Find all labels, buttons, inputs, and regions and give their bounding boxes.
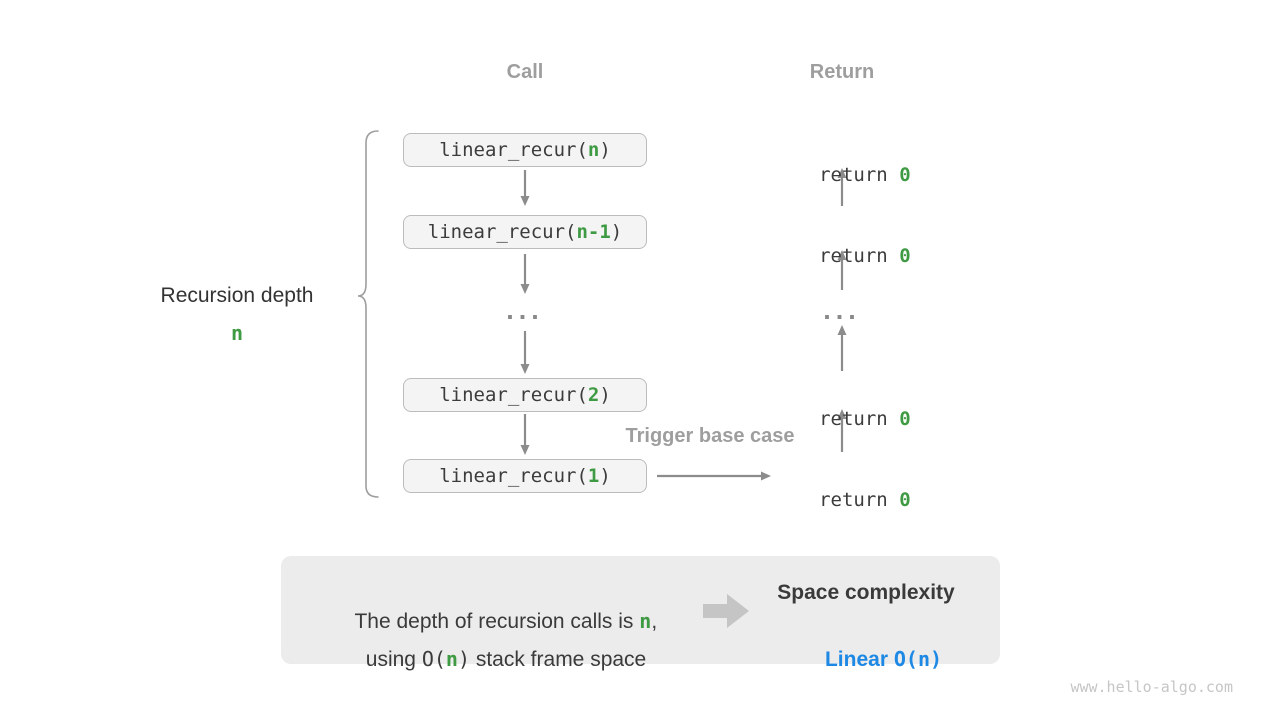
- call-ellipsis: ...: [506, 295, 544, 325]
- return-ellipsis: ...: [823, 295, 861, 325]
- call-column-header: Call: [506, 61, 544, 83]
- summary-n: n: [445, 647, 458, 671]
- complexity-n: n: [917, 647, 930, 671]
- space-complexity-value: Linear O(n): [741, 617, 991, 702]
- big-o-close: ): [457, 647, 470, 671]
- big-o-open: O(: [893, 647, 918, 671]
- code-text: linear_recur(: [427, 221, 577, 243]
- complexity-word: Linear: [824, 648, 894, 671]
- summary-n: n: [639, 609, 652, 633]
- block-arrow-icon: [703, 594, 749, 628]
- code-text: ): [599, 139, 611, 161]
- summary-panel: The depth of recursion calls is n, using…: [281, 556, 1000, 671]
- return-keyword: return: [819, 489, 900, 511]
- summary-line-1: The depth of recursion calls is n,: [281, 579, 696, 664]
- return-keyword: return: [819, 408, 900, 430]
- return-keyword: return: [819, 245, 900, 267]
- big-o-open: O(: [421, 647, 446, 671]
- code-text: linear_recur(: [439, 465, 588, 487]
- return-value: 0: [899, 164, 911, 186]
- site-watermark: www.hello-algo.com: [1070, 678, 1233, 696]
- call-box-1: linear_recur(1): [403, 459, 647, 493]
- code-text: ): [599, 465, 611, 487]
- return-statement: return 0: [732, 464, 952, 536]
- summary-text: using: [365, 648, 422, 671]
- return-value: 0: [899, 489, 911, 511]
- summary-text: The depth of recursion calls is: [354, 610, 640, 633]
- code-arg: n-1: [576, 221, 611, 243]
- space-complexity-title: Space complexity: [777, 581, 955, 604]
- recursion-depth-value: n: [230, 321, 244, 345]
- code-arg: n: [587, 139, 600, 161]
- return-value: 0: [899, 408, 911, 430]
- call-box-n-1: linear_recur(n-1): [403, 215, 647, 249]
- recursion-depth-label: Recursion depth: [160, 284, 314, 307]
- trigger-base-case-label: Trigger base case: [625, 425, 795, 447]
- return-column-header: Return: [809, 61, 875, 83]
- big-o-close: ): [929, 647, 943, 671]
- call-box-2: linear_recur(2): [403, 378, 647, 412]
- code-text: ): [610, 221, 623, 243]
- return-statement: return 0: [732, 139, 952, 211]
- return-statement: return 0: [732, 383, 952, 455]
- return-value: 0: [899, 245, 911, 267]
- summary-text: ,: [651, 610, 658, 633]
- call-box-n: linear_recur(n): [403, 133, 647, 167]
- summary-line-2: using O(n) stack frame space: [281, 617, 696, 702]
- return-keyword: return: [819, 164, 900, 186]
- summary-text: stack frame space: [470, 648, 647, 671]
- code-text: ): [599, 384, 611, 406]
- code-arg: 1: [587, 465, 600, 487]
- code-arg: 2: [587, 384, 600, 406]
- recursion-depth-brace-icon: [357, 130, 379, 498]
- return-statement: return 0: [732, 220, 952, 292]
- code-text: linear_recur(: [439, 384, 588, 406]
- code-text: linear_recur(: [439, 139, 588, 161]
